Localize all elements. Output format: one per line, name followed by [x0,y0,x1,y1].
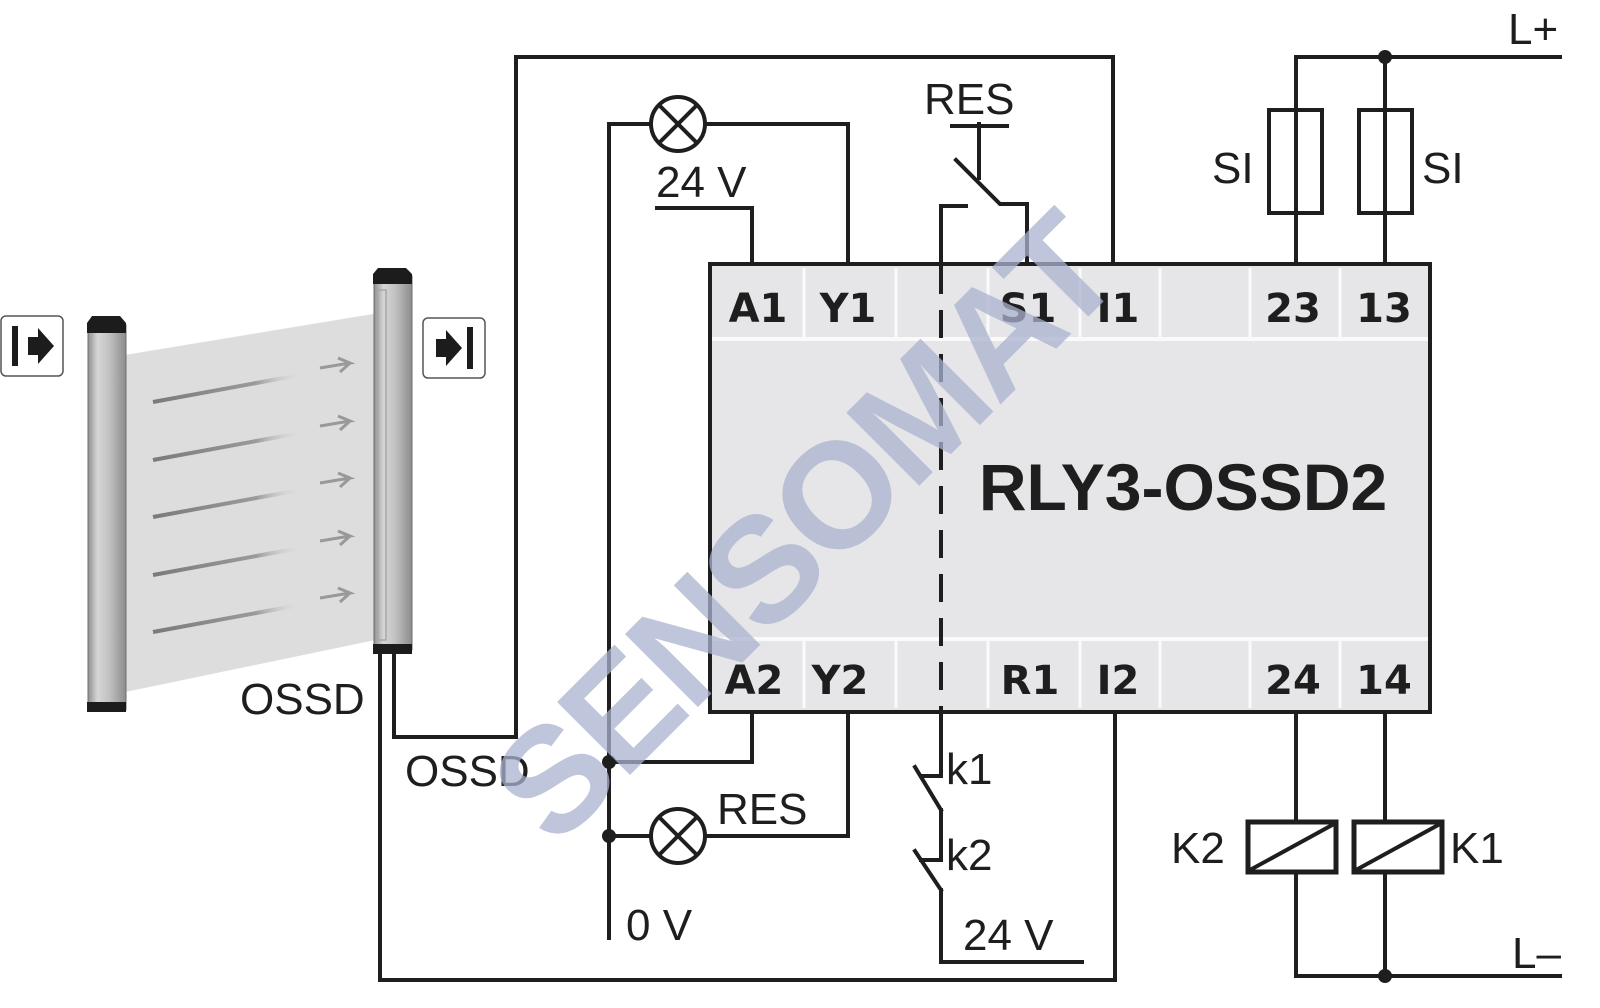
label-l-plus: L+ [1508,5,1558,54]
terminal-r1: R1 [1001,658,1060,704]
label-res-lamp: RES [717,785,807,834]
k2-contact-blade [912,848,944,893]
wire-l-plus-rail [1294,55,1562,266]
label-0v: 0 V [626,901,693,950]
emitter-icon-box [0,315,64,377]
wires [378,50,1562,983]
wire-k1-k2-mid [919,808,943,862]
terminals-top: A1 Y1 S1 I1 23 13 [729,286,1412,332]
terminal-y1: Y1 [819,286,877,332]
label-coil-k1: K1 [1450,824,1504,873]
light-curtain [0,268,486,712]
terminal-14: 14 [1356,658,1412,704]
light-beam [152,356,356,404]
k1-contact-blade [912,764,944,813]
res-lamp-icon [649,807,707,865]
wire-ossd-to-i1 [392,55,1115,739]
terminal-i2: I2 [1097,658,1140,704]
label-ossd-receiver: OSSD [240,675,365,724]
junction-l-plus [1378,50,1392,64]
labels: OSSD OSSD 24 V RES RES 0 V k1 k2 24 V SI… [240,5,1561,978]
junction-0v-res [602,829,616,843]
wire-lamp-y1 [704,122,850,266]
label-res-top: RES [924,75,1014,124]
label-l-minus: L– [1512,929,1561,978]
terminal-s1: S1 [1000,286,1057,332]
light-beam [152,414,356,462]
terminal-24: 24 [1265,658,1321,704]
wire-ossd-to-i2 [378,652,1117,982]
wire-k2-24v [939,888,1084,964]
receiver-icon-box [422,317,486,379]
wire-res-switch-s1 [953,157,1029,266]
terminal-a1: A1 [729,286,788,332]
wire-k1-k2-chain [919,710,943,778]
wire-y2-res-lamp [704,710,850,838]
receiver-column [373,268,413,654]
fuse-right [1357,108,1414,215]
emitter-arrow-icon [12,326,18,366]
terminal-i1: I1 [1097,286,1140,332]
wire-a2-0v [607,710,754,764]
label-k2-contact: k2 [946,831,992,880]
label-ossd-wire: OSSD [405,747,530,796]
junction-l-minus [1378,969,1392,983]
label-24v-top: 24 V [656,158,747,207]
light-beam [152,529,356,577]
wire-l-minus-rail [1294,710,1562,978]
relay-model-title: RLY3-OSSD2 [979,450,1387,524]
lamp-icon [649,95,707,153]
label-k1-contact: k1 [946,745,992,794]
terminal-23: 23 [1265,286,1321,332]
fuse-left [1267,108,1324,215]
terminal-y2: Y2 [811,658,869,704]
label-fuse-left: SI [1212,144,1254,193]
terminals-bottom: A2 Y2 R1 I2 24 14 [725,658,1412,704]
terminal-13: 13 [1356,286,1412,332]
junction-0v-a2 [602,755,616,769]
light-beam [152,471,356,519]
wire-24v-a1 [655,206,754,266]
coil-k2 [1245,819,1339,875]
light-beams [152,356,356,634]
label-coil-k2: K2 [1171,824,1225,873]
wire-res-switch-left [939,204,968,266]
label-fuse-right: SI [1422,144,1464,193]
coil-k1 [1351,819,1445,875]
relay-module: A1 Y1 S1 I1 23 13 A2 Y2 R1 I2 24 14 RLY3… [708,262,1432,714]
protection-field [125,312,385,692]
label-24v-bottom: 24 V [963,911,1054,960]
wire-0v-rail [607,122,652,940]
light-beam [152,586,356,634]
emitter-column [87,316,127,712]
terminal-a2: A2 [725,658,784,704]
receiver-arrow-icon [436,330,462,366]
